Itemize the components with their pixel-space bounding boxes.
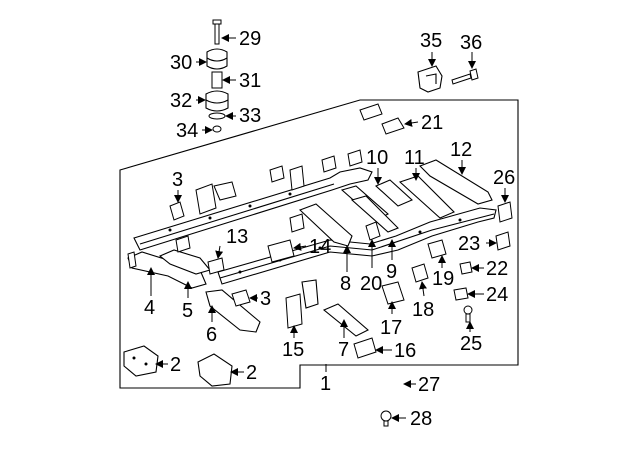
callout-36: 36 — [460, 32, 482, 54]
callout-27: 27 — [418, 374, 440, 396]
callout-15: 15 — [282, 339, 304, 361]
callout-20: 20 — [360, 273, 382, 295]
callout-23: 23 — [458, 233, 480, 255]
part-4-crossmember — [127, 251, 137, 269]
frame-assembly-outline — [119, 99, 519, 389]
part-16-bracket — [353, 337, 377, 359]
callout-17: 17 — [380, 317, 402, 339]
callout-labels: 29 30 31 32 33 34 35 36 21 3 10 11 12 26… — [144, 28, 515, 430]
part-3-lower-bracket — [231, 289, 251, 307]
mount-bracket-35 — [417, 65, 443, 93]
part-24-bracket — [453, 287, 469, 301]
callout-14: 14 — [309, 236, 331, 258]
callout-1: 1 — [320, 373, 331, 395]
callout-16: 16 — [394, 340, 416, 362]
callout-33: 33 — [239, 105, 261, 127]
part-15-bracket — [285, 293, 303, 329]
part-3-upper-bracket — [169, 201, 185, 221]
part-2-plate-a — [123, 345, 159, 377]
callout-22: 22 — [486, 258, 508, 280]
callout-4: 4 — [144, 297, 155, 319]
callout-2-right: 2 — [246, 362, 257, 384]
callout-10: 10 — [366, 147, 388, 169]
callout-30: 30 — [170, 52, 192, 74]
callout-32: 32 — [170, 90, 192, 112]
callout-35: 35 — [420, 30, 442, 52]
frame-rails — [127, 149, 497, 289]
part-14-bracket — [267, 239, 295, 263]
callout-21: 21 — [421, 112, 443, 134]
bolt-36 — [451, 68, 479, 85]
part-23-bracket — [495, 231, 511, 251]
part-26-block — [497, 201, 513, 223]
callout-12: 12 — [450, 139, 472, 161]
callout-24: 24 — [486, 284, 508, 306]
callout-9: 9 — [386, 261, 397, 283]
callout-25: 25 — [460, 333, 482, 355]
part-25-bolt — [463, 305, 473, 323]
callout-19: 19 — [432, 268, 454, 290]
callout-8: 8 — [340, 273, 351, 295]
callout-6: 6 — [206, 324, 217, 346]
body-mount-stack — [205, 19, 229, 133]
part-2-plate-b — [197, 353, 233, 387]
part-17-bracket — [381, 281, 405, 305]
part-22-bracket — [459, 261, 473, 275]
part-13-bracket — [207, 257, 225, 275]
part-7-bracket — [301, 279, 369, 337]
callout-2-left: 2 — [170, 354, 181, 376]
callout-13: 13 — [226, 226, 248, 248]
callout-28: 28 — [410, 408, 432, 430]
callout-3-lower: 3 — [260, 288, 271, 310]
callout-29: 29 — [239, 28, 261, 50]
callout-5: 5 — [182, 300, 193, 322]
callout-26: 26 — [493, 167, 515, 189]
callout-7: 7 — [338, 339, 349, 361]
callout-34: 34 — [176, 120, 198, 142]
part-27-hose — [380, 368, 412, 412]
callout-18: 18 — [412, 299, 434, 321]
callout-11: 11 — [404, 147, 425, 169]
part-28-plug — [380, 410, 392, 427]
part-18-bracket — [411, 263, 429, 283]
callout-31: 31 — [239, 70, 261, 92]
callout-3-upper: 3 — [172, 169, 183, 191]
leader-lines — [147, 34, 509, 422]
part-21-bracket — [359, 103, 405, 135]
part-19-bracket — [427, 239, 447, 259]
